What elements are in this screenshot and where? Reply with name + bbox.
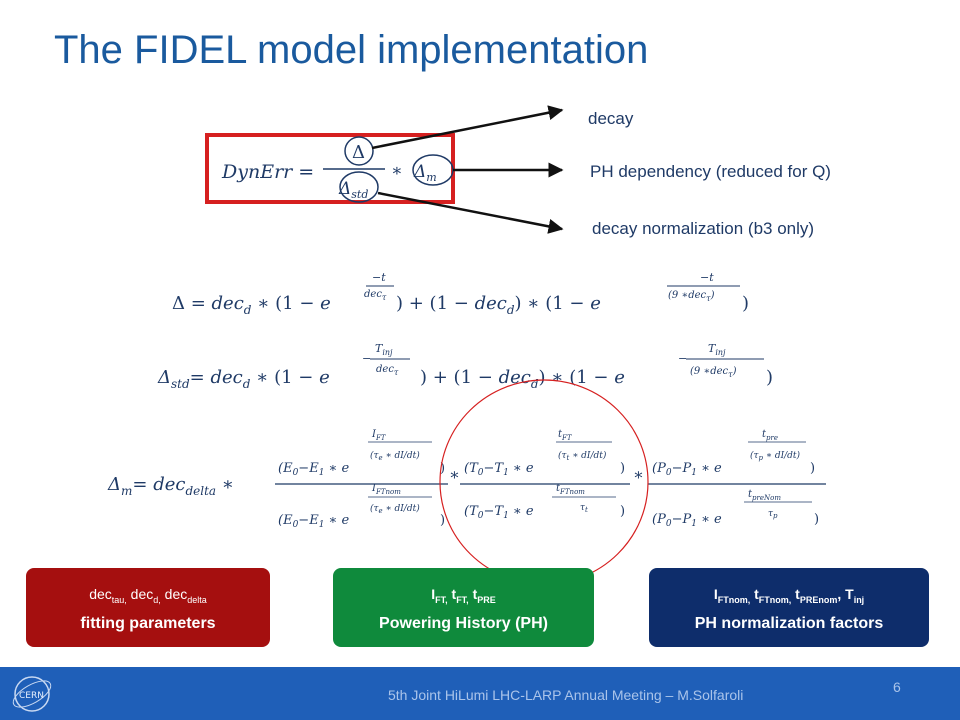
svg-text:): ) [440, 513, 445, 528]
svg-text:tFTnom: tFTnom [556, 483, 585, 496]
svg-text:): ) [814, 512, 819, 527]
svg-text:−t: −t [372, 271, 386, 284]
footer-text: 5th Joint HiLumi LHC-LARP Annual Meeting… [388, 687, 744, 703]
svg-text:(9 ∗decτ): (9 ∗decτ) [690, 366, 737, 379]
svg-text:IFTnom: IFTnom [371, 483, 401, 496]
svg-text:τt: τt [580, 503, 588, 514]
svg-text:−: − [362, 352, 371, 365]
svg-text:): ) [440, 461, 445, 476]
svg-text:Δstd= decd ∗ (1 − e: Δstd= decd ∗ (1 − e [157, 367, 330, 391]
svg-text:(T0−T1 ∗ e: (T0−T1 ∗ e [464, 461, 534, 478]
svg-text:IFT: IFT [371, 429, 387, 442]
svg-text:tpre: tpre [762, 429, 778, 442]
svg-text:(T0−T1 ∗ e: (T0−T1 ∗ e [464, 504, 534, 521]
svg-text:decτ: decτ [364, 289, 387, 302]
svg-text:(E0−E1 ∗ e: (E0−E1 ∗ e [278, 461, 350, 478]
svg-text:τp: τp [768, 509, 778, 520]
svg-text:Tinj: Tinj [708, 342, 726, 357]
t-term-highlight-ellipse [439, 379, 649, 585]
cern-logo: CERN [12, 676, 52, 712]
svg-text:Tinj: Tinj [375, 342, 393, 357]
box-powering-history: IFT, tFT, tPRE Powering History (PH) [333, 568, 594, 647]
box-ph-normalization: IFTnom, tFTnom, tPREnom, Tinj PH normali… [649, 568, 929, 647]
svg-text:Δ = decd ∗ (1 − e: Δ = decd ∗ (1 − e [172, 293, 331, 317]
svg-text:−t: −t [700, 271, 714, 284]
svg-text:Δm= decdelta ∗: Δm= decdelta ∗ [107, 474, 234, 498]
svg-text:−: − [678, 352, 687, 365]
svg-text:CERN: CERN [19, 691, 44, 701]
footer-bar: CERN 5th Joint HiLumi LHC-LARP Annual Me… [0, 667, 960, 720]
svg-text:): ) [810, 461, 815, 476]
page-title: The FIDEL model implementation [54, 28, 649, 72]
svg-text:tpreNom: tpreNom [748, 489, 781, 502]
svg-text:): ) [766, 367, 773, 388]
svg-text:∗: ∗ [633, 465, 644, 484]
svg-text:decτ: decτ [376, 364, 399, 377]
svg-text:): ) [620, 504, 625, 519]
svg-text:(τp ∗ dI/dt): (τp ∗ dI/dt) [750, 450, 801, 462]
dynerr-highlight-box [205, 133, 455, 204]
svg-text:) + (1 − decd) ∗ (1 − e: ) + (1 − decd) ∗ (1 − e [396, 293, 601, 317]
svg-text:(9 ∗decτ): (9 ∗decτ) [668, 290, 715, 303]
svg-text:(τe ∗ dI/dt): (τe ∗ dI/dt) [370, 450, 420, 462]
svg-text:∗: ∗ [449, 465, 460, 484]
label-ph-dependency: PH dependency (reduced for Q) [590, 162, 831, 181]
label-decay-normalization: decay normalization (b3 only) [592, 219, 815, 238]
svg-text:(P0−P1 ∗ e: (P0−P1 ∗ e [652, 512, 722, 529]
page-number: 6 [893, 679, 901, 695]
label-decay: decay [588, 109, 634, 128]
box-fitting-parameters: dectau, decd, decdelta fitting parameter… [26, 568, 270, 647]
svg-text:(P0−P1 ∗ e: (P0−P1 ∗ e [652, 461, 722, 478]
svg-text:) + (1 − decd) ∗ (1 − e: ) + (1 − decd) ∗ (1 − e [420, 367, 625, 391]
svg-text:tFT: tFT [558, 429, 573, 442]
svg-text:(E0−E1 ∗ e: (E0−E1 ∗ e [278, 513, 350, 530]
svg-text:): ) [620, 461, 625, 476]
svg-text:): ) [742, 293, 749, 314]
svg-text:(τe ∗ dI/dt): (τe ∗ dI/dt) [370, 503, 420, 515]
svg-text:(τt ∗ dI/dt): (τt ∗ dI/dt) [558, 450, 607, 462]
